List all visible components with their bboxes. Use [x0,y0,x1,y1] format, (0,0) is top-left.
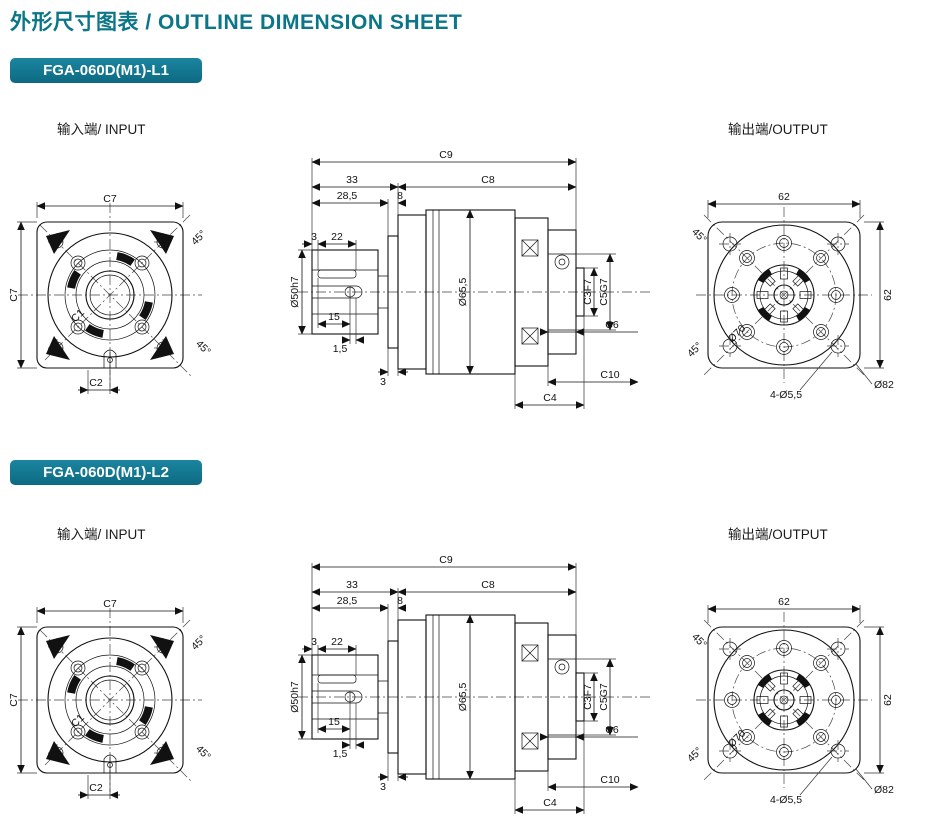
output-flange-square [707,221,861,369]
dim-c5: C5G7 [598,278,610,306]
dim-33: 33 [346,174,358,186]
dim-shaft-dia: Ø50h7 [289,276,301,308]
dim-corner-holes: 4-Ø5,5 [770,389,802,401]
page-title: 外形尺寸图表 / OUTLINE DIMENSION SHEET [10,11,463,34]
dim-slot-22: 22 [331,231,343,243]
dim-1-5: 1,5 [333,343,348,355]
drawing-sheet-l1: C7 C7 C2 C1 45° 45° [8,149,894,409]
dim-c3: C3F7 [582,279,594,305]
input-clamp-slot [103,349,117,368]
dim-angle-top-left: 45° [689,226,709,246]
dim-angle-bottom-left: 45° [685,340,705,360]
output-end-label-1: 输出端/OUTPUT [728,122,828,137]
dim-c7-top: C7 [103,193,117,205]
dim-bolt-circle-dia: Ø70 [726,323,749,346]
gearbox-three-view-drawing: C7 C7 C2 C1 45° 45° [8,149,894,409]
output-view: 62 62 45° 45° Ø70 4-Ø5,5 Ø82 [685,191,894,401]
input-view: C7 C7 C2 C1 45° 45° [8,193,213,394]
drawing-sheet-l2 [0,545,925,826]
dim-c9: C9 [439,149,453,161]
dim-od: Ø82 [874,379,894,391]
output-centerlines [696,207,872,383]
dim-angle-bottom-right: 45° [193,338,213,358]
input-black-wedges [46,230,174,360]
dim-angle-top-right: 45° [189,228,209,248]
dim-c2: C2 [89,377,103,389]
dim-28-5: 28,5 [337,190,358,202]
dim-c8: C8 [481,174,495,186]
dim-15: 15 [328,311,340,323]
dim-c6: C6 [605,319,619,331]
dim-3-bottom: 3 [380,376,386,388]
output-end-label-2: 输出端/OUTPUT [728,527,828,542]
dim-c10: C10 [600,369,619,381]
dim-8: 8 [397,190,403,202]
model-badge-l2: FGA-060D(M1)-L2 [10,460,202,485]
input-end-label-1: 输入端/ INPUT [57,122,146,137]
dim-c7-left: C7 [8,288,20,302]
dim-slot-3: 3 [311,231,317,243]
output-hub-spline [753,264,815,326]
output-bolt-circle [731,242,837,348]
dim-62-right: 62 [882,289,894,301]
side-view: C9 33 C8 28,5 8 3 22 [289,149,652,409]
dim-c4: C4 [543,392,557,404]
output-corner-holes [719,233,849,357]
output-socket-screws [724,235,844,355]
dim-c1: C1 [69,307,87,325]
model-badge-l1: FGA-060D(M1)-L1 [10,58,202,83]
dim-body-dia: Ø65,5 [457,278,469,307]
gearbox-three-view-drawing-copy [8,554,894,814]
dim-62-top: 62 [778,191,790,203]
input-socket-screws [70,255,150,335]
output-outer-circle [713,224,855,366]
input-end-label-2: 输入端/ INPUT [57,527,146,542]
side-dimensions: C9 33 C8 28,5 8 3 22 [289,149,639,409]
